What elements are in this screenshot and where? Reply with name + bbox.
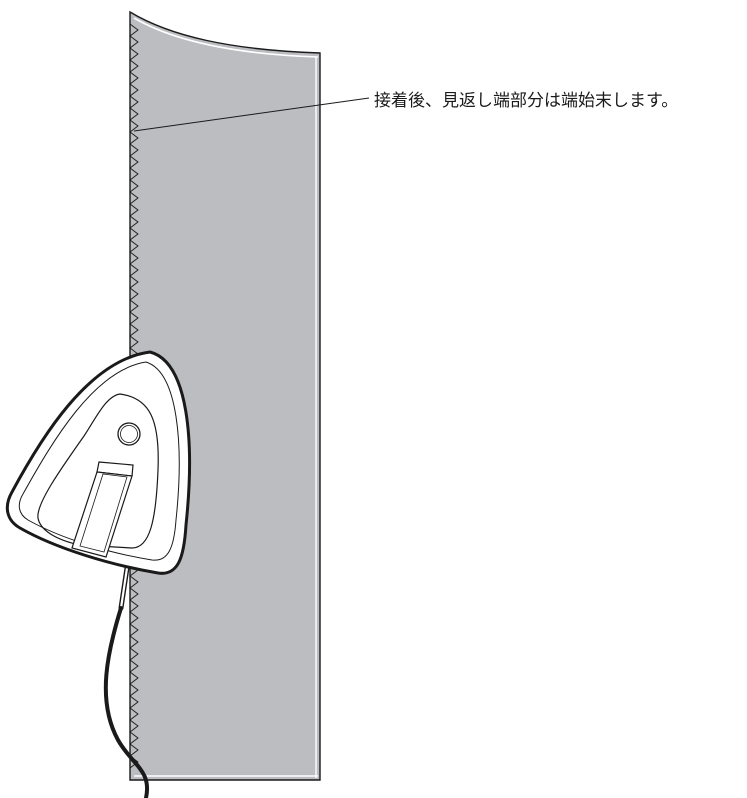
facing-fabric-strip bbox=[129, 10, 321, 781]
fabric-panel bbox=[129, 10, 321, 781]
callout-leader-line bbox=[133, 97, 370, 132]
iron-dial bbox=[117, 422, 141, 446]
iron-cord bbox=[103, 565, 150, 798]
iron-soleplate-outline bbox=[37, 393, 159, 549]
iron-handle bbox=[71, 461, 134, 558]
steam-iron-icon bbox=[5, 350, 192, 575]
finishing-instruction-label: 接着後、見返し端部分は端始末します。 bbox=[374, 91, 679, 111]
fabric-top-edge bbox=[133, 17, 319, 58]
